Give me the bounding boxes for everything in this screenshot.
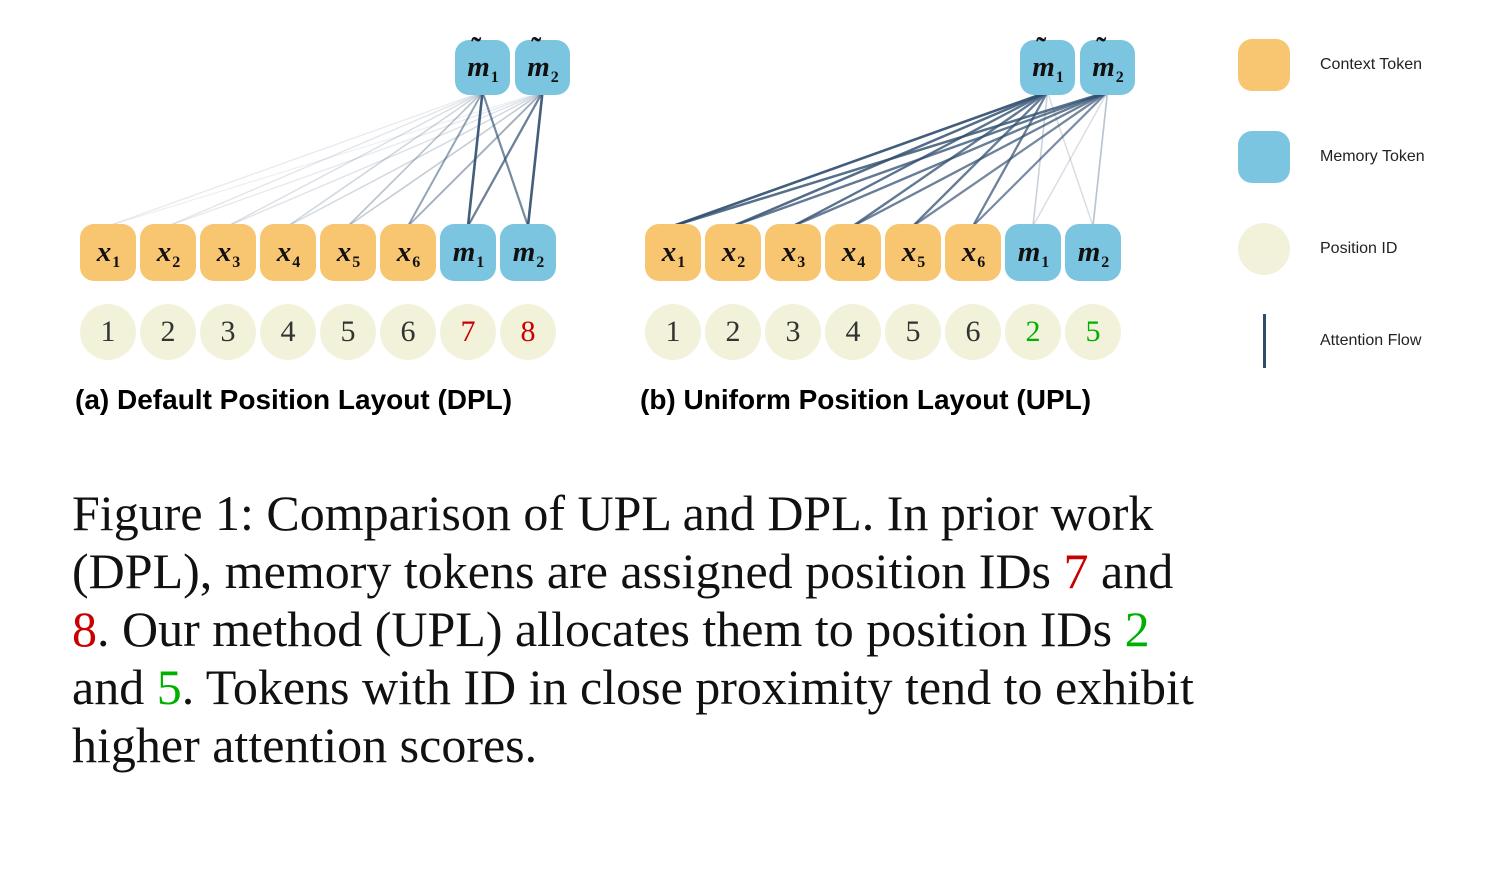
token-label: m˜1	[467, 32, 499, 86]
position-id-circle: 2	[1005, 304, 1061, 360]
tilde-accent: ˜	[1096, 32, 1107, 65]
legend-item-memory: Memory Token	[1238, 130, 1488, 184]
caption-line: higher attention scores.	[72, 716, 1492, 774]
position-id-circle: 7	[440, 304, 496, 360]
position-id-circle: 2	[140, 304, 196, 360]
token-label: m˜2	[1092, 32, 1124, 86]
caption-text: Figure 1: Comparison of UPL and DPL. In …	[72, 485, 1154, 541]
memory-token: m˜2	[515, 32, 570, 95]
token-label: m˜1	[1032, 32, 1064, 86]
attention-flow-lines	[107, 91, 544, 227]
position-id-circle: 3	[200, 304, 256, 360]
caption-line: and 5. Tokens with ID in close proximity…	[72, 658, 1492, 716]
legend-label: Position ID	[1320, 240, 1398, 257]
legend-label: Attention Flow	[1320, 332, 1422, 349]
position-id-7: 7	[1063, 543, 1089, 599]
position-id-circle: 1	[645, 304, 701, 360]
caption-text: and	[1088, 543, 1174, 599]
position-id-circle: 6	[945, 304, 1001, 360]
figure-caption: Figure 1: Comparison of UPL and DPL. In …	[72, 484, 1492, 774]
position-id-circle: 1	[80, 304, 136, 360]
position-id-circle: 6	[380, 304, 436, 360]
attention-flow-lines	[672, 90, 1109, 228]
position-id-circle: 4	[260, 304, 316, 360]
position-id-circle: 5	[320, 304, 376, 360]
tilde-accent: ˜	[1036, 32, 1047, 65]
legend-label: Context Token	[1320, 56, 1422, 73]
position-id-8: 8	[72, 601, 97, 657]
position-id-circle: 2	[705, 304, 761, 360]
tilde-accent: ˜	[471, 32, 482, 65]
legend-label: Memory Token	[1320, 148, 1425, 165]
memory-swatch	[1238, 131, 1290, 183]
legend-item-position: Position ID	[1238, 222, 1488, 276]
position-id-circle: 4	[825, 304, 881, 360]
token-label: m˜2	[527, 32, 559, 86]
caption-text: . Tokens with ID in close proximity tend…	[181, 659, 1194, 715]
caption-line: 8. Our method (UPL) allocates them to po…	[72, 600, 1492, 658]
caption-text: higher attention scores.	[72, 717, 538, 773]
memory-token: m˜2	[1080, 32, 1135, 95]
line-swatch	[1238, 314, 1290, 368]
memory-token: m˜1	[455, 32, 510, 95]
caption-text: (DPL), memory tokens are assigned positi…	[72, 543, 1064, 599]
position-id-circle: 5	[1065, 304, 1121, 360]
legend-item-line: Attention Flow	[1238, 314, 1488, 368]
legend-item-context: Context Token	[1238, 38, 1488, 92]
position-id-circle: 8	[500, 304, 556, 360]
position-swatch	[1238, 223, 1290, 275]
memory-token: m˜1	[1020, 32, 1075, 95]
caption-text: and	[72, 659, 157, 715]
attention-flow-line-sample	[1262, 314, 1266, 368]
tilde-accent: ˜	[531, 32, 542, 65]
position-id-circle: 5	[885, 304, 941, 360]
position-id-circle: 3	[765, 304, 821, 360]
position-id-5: 5	[156, 659, 182, 715]
position-id-2: 2	[1124, 601, 1150, 657]
panel-caption: (a) Default Position Layout (DPL)	[75, 384, 513, 415]
caption-line: (DPL), memory tokens are assigned positi…	[72, 542, 1492, 600]
caption-text: . Our method (UPL) allocates them to pos…	[97, 601, 1125, 657]
panel-caption: (b) Uniform Position Layout (UPL)	[640, 384, 1092, 415]
context-swatch	[1238, 39, 1290, 91]
caption-line: Figure 1: Comparison of UPL and DPL. In …	[72, 484, 1492, 542]
